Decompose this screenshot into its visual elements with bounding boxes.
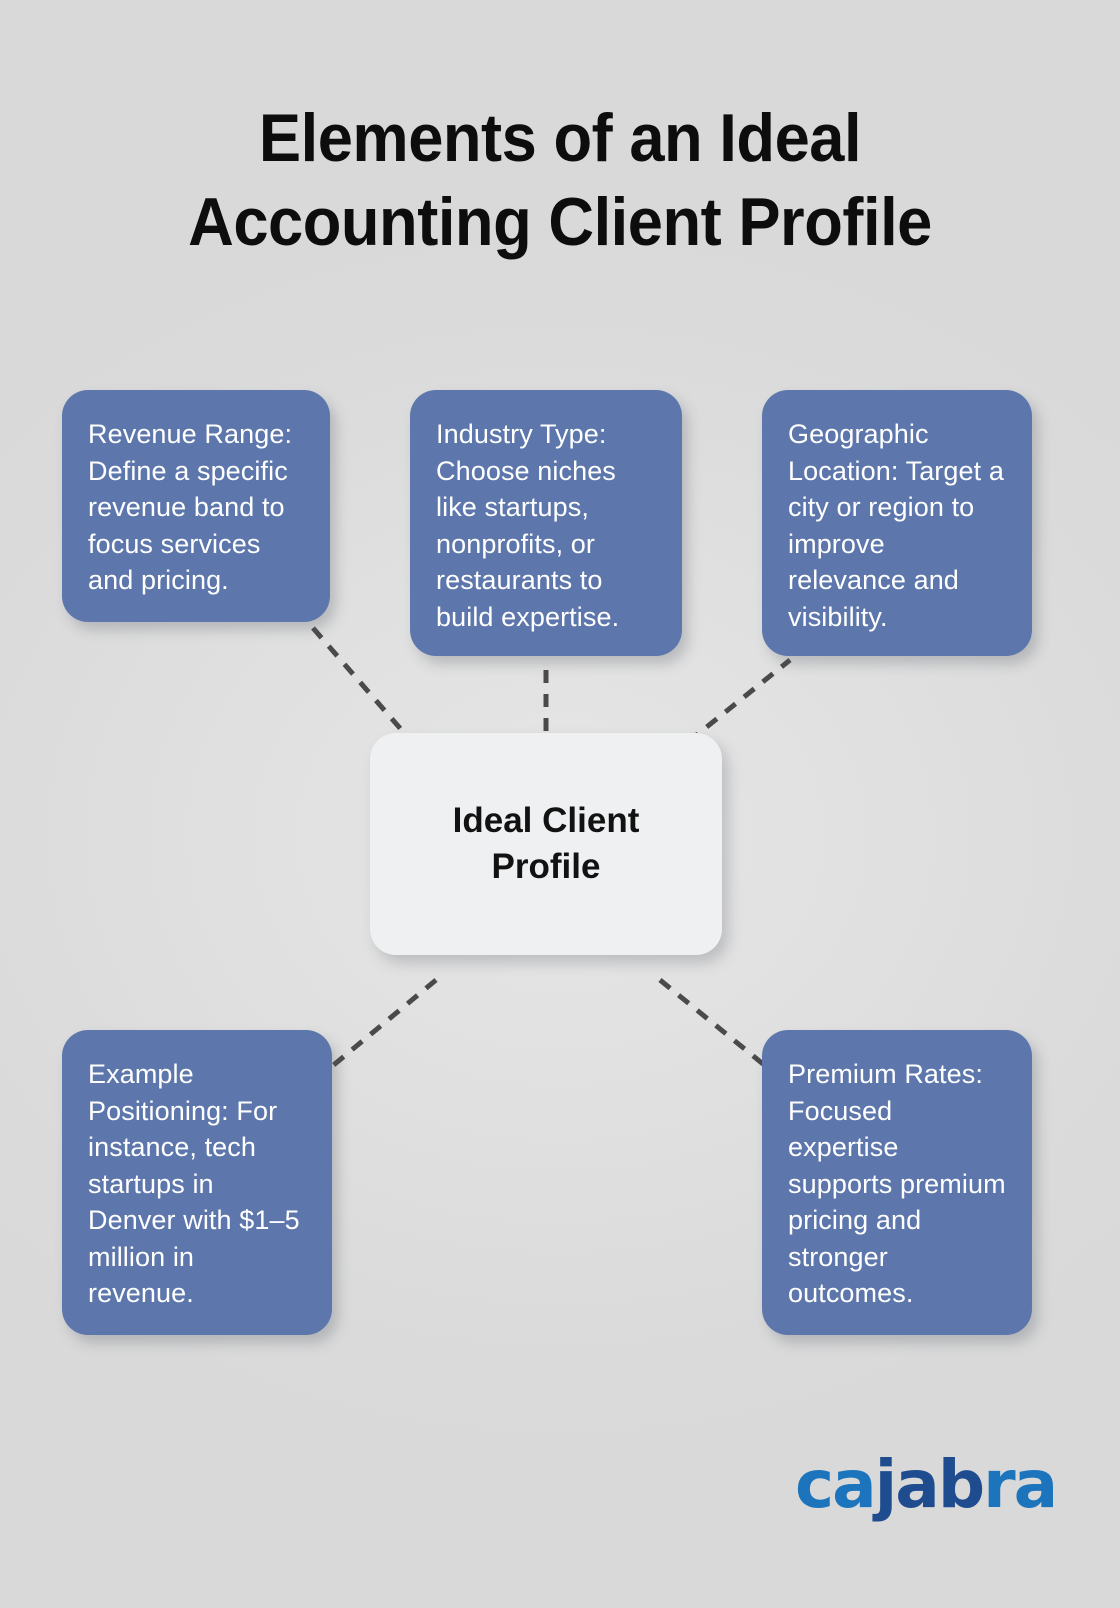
connector-example (328, 978, 438, 1070)
card-revenue-range[interactable]: Revenue Range: Define a specific revenue… (62, 390, 330, 622)
page-title: Elements of an Ideal Accounting Client P… (95, 96, 1025, 264)
card-geographic-location[interactable]: Geographic Location: Target a city or re… (762, 390, 1032, 656)
center-node-ideal-client-profile[interactable]: Ideal Client Profile (370, 733, 722, 955)
logo-part-ra: ra (983, 1446, 1058, 1523)
cajabra-logo: cajabra (795, 1452, 1058, 1518)
card-industry-type-text: Industry Type: Choose niches like startu… (436, 419, 620, 632)
page-title-line-2: Accounting Client Profile (188, 184, 932, 260)
connector-premium (658, 978, 770, 1070)
card-industry-type[interactable]: Industry Type: Choose niches like startu… (410, 390, 682, 656)
card-geographic-location-text: Geographic Location: Target a city or re… (788, 419, 1004, 632)
card-premium-rates-text: Premium Rates: Focused expertise support… (788, 1059, 1006, 1308)
card-revenue-range-text: Revenue Range: Define a specific revenue… (88, 419, 293, 595)
center-node-label: Ideal Client Profile (452, 801, 640, 886)
page-title-line-1: Elements of an Ideal (258, 100, 862, 176)
connector-geographic (686, 658, 792, 744)
card-premium-rates[interactable]: Premium Rates: Focused expertise support… (762, 1030, 1032, 1335)
logo-part-ca: ca (795, 1446, 877, 1523)
connector-revenue (311, 626, 414, 744)
card-example-positioning-text: Example Positioning: For instance, tech … (88, 1059, 300, 1308)
logo-part-jab: jab (874, 1446, 985, 1523)
card-example-positioning[interactable]: Example Positioning: For instance, tech … (62, 1030, 332, 1335)
